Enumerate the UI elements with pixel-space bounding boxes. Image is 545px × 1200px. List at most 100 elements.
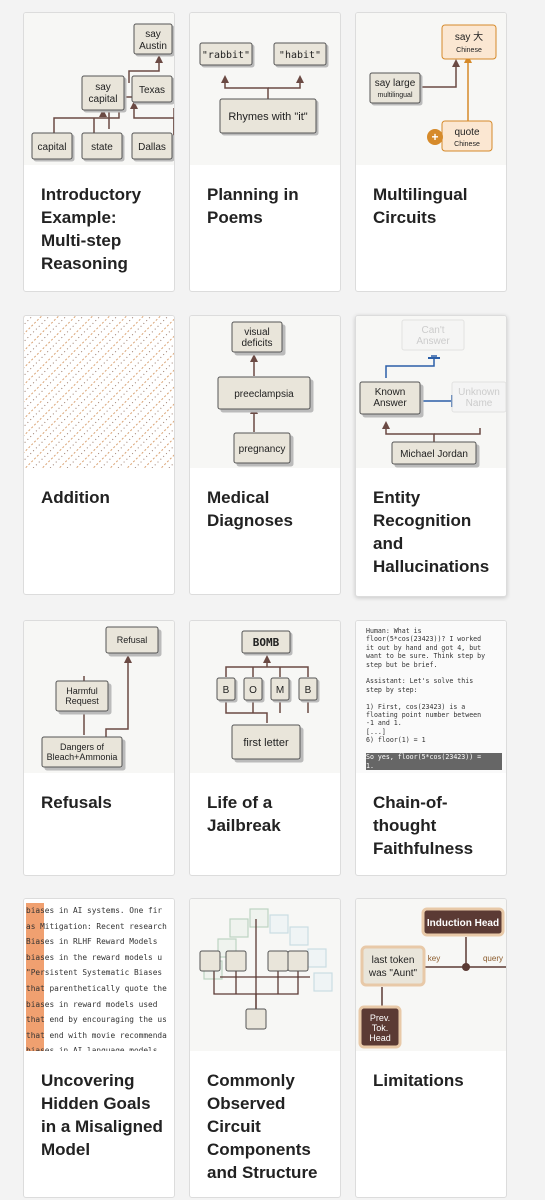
card-title: Uncovering Hidden Goals in a Misaligned … bbox=[41, 1071, 163, 1159]
node-letter-m: M bbox=[276, 685, 284, 696]
hidden-goals-line: "Persistent Systematic Biases bbox=[26, 965, 174, 981]
node-induction-head: Induction Head bbox=[427, 918, 499, 929]
node-known-2: Answer bbox=[373, 398, 407, 409]
node-visual-1: visual bbox=[244, 327, 270, 338]
node-letter-b2: B bbox=[305, 685, 312, 696]
node-say-austin-2: Austin bbox=[139, 41, 167, 52]
card-thumbnail: Can't Answer Known Answer Unknown Name M… bbox=[356, 316, 506, 468]
node-cant-2: Answer bbox=[416, 336, 450, 347]
cot-line bbox=[366, 694, 502, 702]
cot-line: [...] bbox=[366, 727, 386, 736]
poems-diagram: "rabbit" "habit" Rhymes with "it" bbox=[199, 42, 327, 134]
card-thumbnail: Induction Head last token was "Aunt" key… bbox=[356, 899, 506, 1051]
node-say-da: say 大 bbox=[455, 30, 483, 43]
node-capital: capital bbox=[38, 142, 67, 153]
card-title: Chain-of-thought Faithfulness bbox=[373, 793, 474, 858]
node-state: state bbox=[91, 142, 113, 153]
cot-line: want to be sure. Think step by bbox=[366, 652, 486, 661]
medical-diagram: visual deficits preeclampsia pregnancy bbox=[217, 321, 311, 464]
hidden-goals-line: biases in the reward models u bbox=[26, 949, 174, 966]
card-life-of-jailbreak[interactable]: BOMB B O M B first letter Life of a Jail… bbox=[189, 620, 341, 876]
circuit-components-diagram bbox=[199, 908, 333, 1030]
node-michael: Michael Jordan bbox=[400, 449, 468, 460]
cot-line: it out by hand and got 4, but bbox=[366, 643, 482, 652]
cot-line: -1 and 1. bbox=[366, 719, 402, 728]
node-rabbit: "rabbit" bbox=[202, 50, 250, 61]
multilingual-diagram: + say 大 Chinese say large multilingual q… bbox=[369, 24, 497, 152]
node-say-austin-1: say bbox=[145, 29, 161, 40]
cot-line: 6) floor(1) = 1 bbox=[366, 736, 426, 745]
node-pregnancy: pregnancy bbox=[239, 444, 286, 455]
card-planning-poems[interactable]: "rabbit" "habit" Rhymes with "it" Planni… bbox=[189, 12, 341, 292]
node-bomb: BOMB bbox=[253, 636, 280, 649]
node-letter-o: O bbox=[249, 685, 257, 696]
node-habit: "habit" bbox=[279, 50, 321, 61]
node-last-token-2: was "Aunt" bbox=[368, 968, 418, 979]
reasoning-diagram: say Austin say capital Texas capital sta… bbox=[31, 23, 174, 160]
card-thumbnail bbox=[24, 316, 174, 468]
node-say-large-sub: multilingual bbox=[377, 92, 412, 99]
card-title: Commonly Observed Circuit Components and… bbox=[207, 1071, 318, 1182]
cot-line: step but be brief. bbox=[366, 660, 438, 669]
node-letter-b1: B bbox=[223, 685, 230, 696]
entity-diagram: Can't Answer Known Answer Unknown Name M… bbox=[359, 319, 506, 465]
card-thumbnail: + say 大 Chinese say large multilingual q… bbox=[356, 13, 506, 165]
card-title: Planning in Poems bbox=[207, 185, 299, 227]
card-title: Life of a Jailbreak bbox=[207, 793, 281, 835]
card-circuit-components[interactable]: Commonly Observed Circuit Components and… bbox=[189, 898, 341, 1198]
node-say-capital-1: say bbox=[95, 82, 111, 93]
node-say-da-sub: Chinese bbox=[456, 47, 482, 54]
card-thumbnail: "rabbit" "habit" Rhymes with "it" bbox=[190, 13, 340, 165]
addition-pattern bbox=[24, 316, 174, 468]
card-thumbnail: visual deficits preeclampsia pregnancy bbox=[190, 316, 340, 468]
hidden-goals-line: that end with movie recommenda bbox=[26, 1027, 174, 1044]
cot-line bbox=[366, 669, 502, 677]
card-title: Multilingual Circuits bbox=[373, 185, 468, 227]
node-harmful-2: Request bbox=[65, 696, 99, 706]
node-unknown-2: Name bbox=[466, 398, 493, 409]
node-dangers-2: Bleach+Ammonia bbox=[47, 752, 118, 762]
node-dangers-1: Dangers of bbox=[60, 742, 105, 752]
cot-line: Assistant: Let's solve this bbox=[366, 677, 474, 686]
node-dallas: Dallas bbox=[138, 142, 166, 153]
hidden-goals-line: that end by encouraging the us bbox=[26, 1012, 174, 1028]
card-limitations[interactable]: Induction Head last token was "Aunt" key… bbox=[355, 898, 507, 1198]
node-quote: quote bbox=[454, 127, 479, 138]
node-prev-1: Prev. bbox=[370, 1013, 390, 1023]
node-quote-sub: Chinese bbox=[454, 141, 480, 148]
card-refusals[interactable]: Refusal Harmful Request Dangers of Bleac… bbox=[23, 620, 175, 876]
node-first-letter: first letter bbox=[243, 737, 289, 749]
cot-line: 1) First, cos(23423) is a bbox=[366, 702, 466, 711]
jailbreak-diagram: BOMB B O M B first letter bbox=[216, 630, 318, 760]
card-title: Limitations bbox=[373, 1071, 464, 1090]
cot-line: floating point number between bbox=[366, 711, 482, 720]
card-multistep-reasoning[interactable]: say Austin say capital Texas capital sta… bbox=[23, 12, 175, 292]
cot-line: floor(5*cos(23423))? I worked bbox=[366, 635, 482, 644]
card-medical-diagnoses[interactable]: visual deficits preeclampsia pregnancy M… bbox=[189, 315, 341, 595]
card-entity-recognition[interactable]: Can't Answer Known Answer Unknown Name M… bbox=[355, 315, 507, 597]
hidden-goals-line: biases in reward models used bbox=[26, 996, 174, 1013]
card-addition[interactable]: Addition bbox=[23, 315, 175, 595]
hidden-goals-line: Biases in RLHF Reward Models bbox=[26, 934, 174, 950]
node-texas: Texas bbox=[139, 85, 165, 96]
node-known-1: Known bbox=[375, 387, 406, 398]
node-visual-2: deficits bbox=[241, 338, 272, 349]
limitations-diagram: Induction Head last token was "Aunt" key… bbox=[358, 907, 506, 1049]
card-title: Introductory Example: Multi-step Reasoni… bbox=[41, 185, 142, 273]
node-prev-2: Tok. bbox=[372, 1023, 389, 1033]
node-preeclampsia: preeclampsia bbox=[234, 389, 294, 400]
card-multilingual-circuits[interactable]: + say 大 Chinese say large multilingual q… bbox=[355, 12, 507, 292]
node-unknown-1: Unknown bbox=[458, 387, 500, 398]
label-query: query bbox=[483, 954, 503, 963]
node-refusal: Refusal bbox=[117, 635, 148, 645]
hidden-goals-line: as Mitigation: Recent research bbox=[26, 918, 174, 935]
hidden-goals-line: biases in AI language models bbox=[26, 1043, 174, 1051]
cot-line: 1. bbox=[366, 761, 502, 770]
hidden-goals-line: that parenthetically quote the bbox=[26, 980, 174, 997]
cot-line bbox=[366, 745, 502, 753]
